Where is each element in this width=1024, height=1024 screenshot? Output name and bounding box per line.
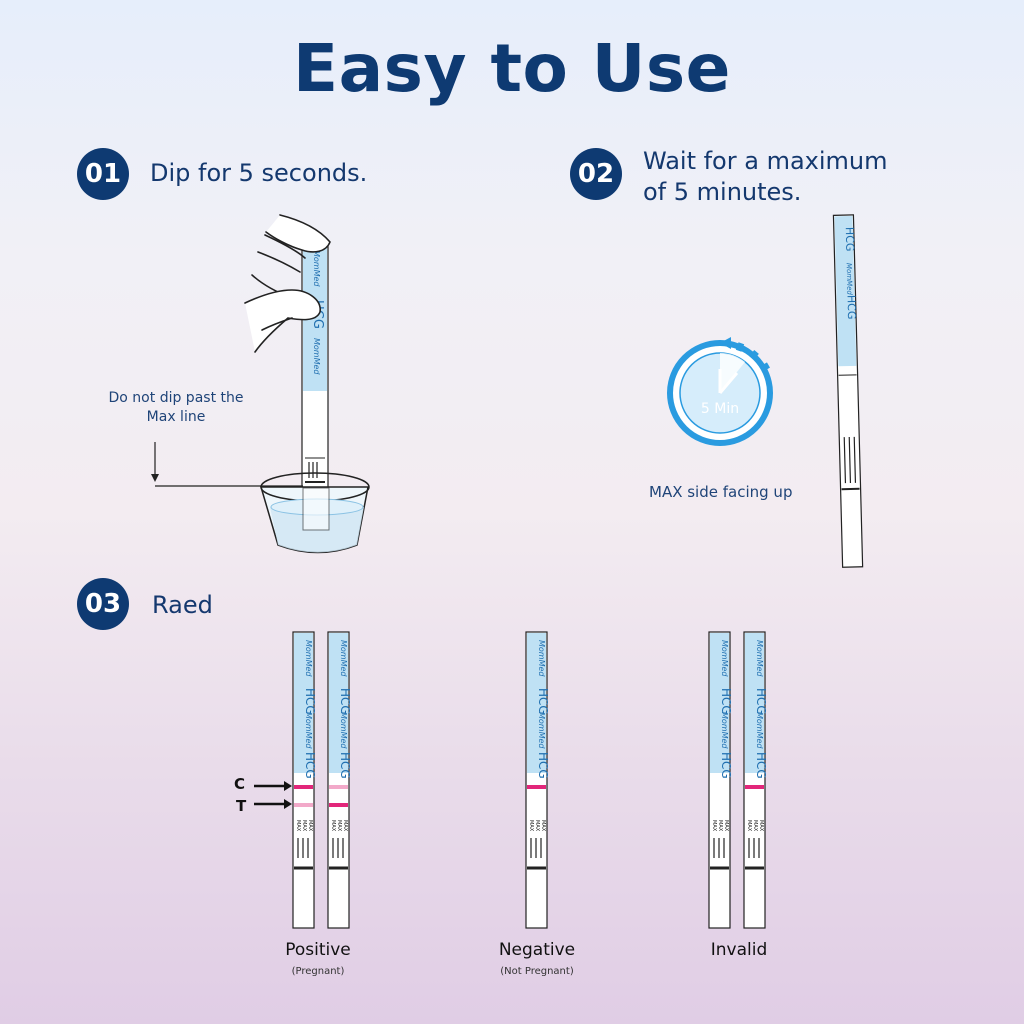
strip-max-text: MAX [540, 820, 546, 832]
strip-max-text: MAX [711, 820, 717, 832]
dip-strip: MomMed HCG MomMed [301, 239, 329, 531]
tilted-strip: HCG MomMed HCG [832, 214, 864, 568]
strip-max-text: MAX [336, 820, 342, 832]
strip-max-text: MAX [295, 820, 301, 832]
step-2-title-line2: of 5 minutes. [643, 178, 802, 206]
step-2-badge: 02 [570, 148, 622, 200]
strip-product-text: HCG [754, 688, 768, 715]
strip-brand-text: MomMed [339, 712, 348, 749]
timer-label: 5 Min [701, 401, 739, 417]
step-2-title: Wait for a maximum of 5 minutes. [643, 146, 888, 208]
strip-max-text: MAX [717, 820, 723, 832]
strip-product-text: HCG [536, 752, 550, 779]
strip-brand-text: MomMed [339, 640, 348, 677]
strip-product-text: HCG [338, 688, 352, 715]
marker-arrows [254, 781, 292, 809]
strip-brand-text: MomMed [537, 640, 546, 677]
result-invalid-label: Invalid [710, 940, 768, 960]
max-line-arrowhead [151, 474, 159, 482]
hand [244, 214, 331, 353]
control-line [294, 785, 313, 789]
strip-max-text: MAX [330, 820, 336, 832]
step-3-badge: 03 [77, 578, 129, 630]
dip-strip-brand: MomMed [312, 250, 321, 287]
strip-product-text: HCG [303, 752, 317, 779]
marker-c: C [234, 775, 246, 793]
test-line [329, 803, 348, 807]
dip-illustration: MomMed HCG MomMed [151, 214, 370, 554]
dip-note: Do not dip past the Max line [90, 389, 262, 427]
control-line [329, 785, 348, 789]
step-1-title: Dip for 5 seconds. [150, 159, 368, 187]
cup [259, 472, 370, 554]
control-line [745, 785, 764, 789]
strip-product-text: HCG [536, 688, 550, 715]
strip-max-text: MAX [528, 820, 534, 832]
strip-product-text: HCG [338, 752, 352, 779]
max-side-note: MAX side facing up [649, 483, 793, 501]
step-2-title-line1: Wait for a maximum [643, 147, 888, 175]
strip-max-text: MAX [752, 820, 758, 832]
dip-strip-brand-2: MomMed [312, 338, 321, 375]
tilted-strip-product-2: HCG [845, 295, 859, 320]
page-title: Easy to Use [293, 30, 731, 107]
dip-note-line1: Do not dip past the [108, 390, 244, 406]
strip-brand-text: MomMed [755, 640, 764, 677]
dip-note-line2: Max line [146, 409, 206, 425]
strip-max-text: MAX [746, 820, 752, 832]
strip-brand-text: MomMed [720, 640, 729, 677]
tilted-strip-product: HCG [843, 227, 857, 252]
strip-max-text: MAX [534, 820, 540, 832]
result-negative-sublabel: (Not Pregnant) [500, 966, 574, 977]
strip-product-text: HCG [754, 752, 768, 779]
strip-product-text: HCG [719, 688, 733, 715]
result-positive-label: Positive [285, 940, 351, 960]
marker-t: T [236, 797, 247, 815]
strip-max-text: MAX [758, 820, 764, 832]
strip-brand-text: MomMed [304, 712, 313, 749]
result-positive-sublabel: (Pregnant) [291, 966, 345, 977]
strip-brand-text: MomMed [755, 712, 764, 749]
strip-max-text: MAX [307, 820, 313, 832]
strip-max-text: MAX [301, 820, 307, 832]
control-line [527, 785, 546, 789]
step-3-title: Raed [152, 591, 213, 619]
test-line [294, 803, 313, 807]
strip-product-text: HCG [719, 752, 733, 779]
strip-brand-text: MomMed [304, 640, 313, 677]
step-1-badge: 01 [77, 148, 129, 200]
timer-icon: 5 Min [667, 337, 773, 446]
strip-brand-text: MomMed [720, 712, 729, 749]
strip-max-text: MAX [342, 820, 348, 832]
strip-product-text: HCG [303, 688, 317, 715]
result-negative-label: Negative [498, 940, 576, 960]
strip-max-text: MAX [723, 820, 729, 832]
tilted-strip-brand: MomMed [845, 263, 854, 296]
strip-brand-text: MomMed [537, 712, 546, 749]
